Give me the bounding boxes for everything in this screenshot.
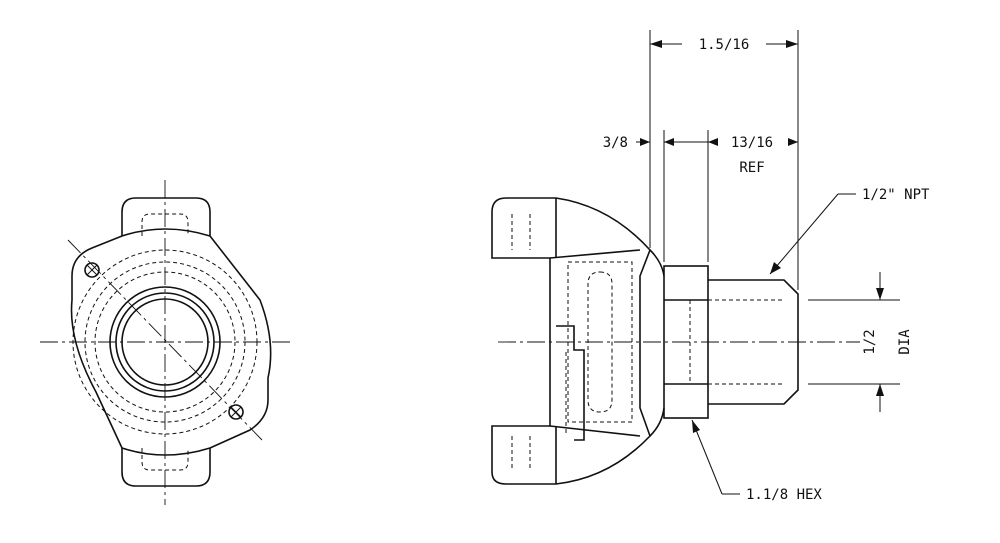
thread-hidden-lines bbox=[689, 299, 784, 385]
bolt-hole-upper bbox=[84, 262, 100, 278]
bottom-lug-outline bbox=[121, 448, 211, 487]
bore-diameter-label: 1/2 bbox=[862, 329, 878, 354]
overall-length-label: 1.5/16 bbox=[699, 37, 750, 53]
body-arcs bbox=[121, 228, 211, 456]
end-view-diagonal-centerline bbox=[67, 239, 263, 441]
body-outline bbox=[70, 235, 272, 449]
hex-leader-line bbox=[691, 419, 723, 495]
end-view bbox=[40, 180, 292, 505]
hex-size-label: 1.1/8 HEX bbox=[746, 487, 822, 503]
coupler-body-outline bbox=[555, 197, 651, 485]
top-lug-hidden bbox=[141, 213, 189, 236]
bolt-hole-lower bbox=[228, 404, 244, 420]
jaw-hidden-lines bbox=[511, 214, 531, 470]
flange-width-label: 3/8 bbox=[603, 135, 628, 151]
body-hidden-cavity bbox=[567, 261, 633, 423]
body-chamfer-lines bbox=[549, 249, 641, 437]
coupler-jaw-outline bbox=[491, 197, 556, 485]
bore-inner-circle bbox=[121, 298, 209, 386]
hidden-circle-inner bbox=[94, 271, 236, 413]
threaded-nipple bbox=[708, 279, 799, 405]
top-lug-outline bbox=[121, 197, 211, 236]
thread-length-label: 13/16 bbox=[731, 135, 773, 151]
hex-nut bbox=[663, 265, 709, 419]
thread-spec-label: 1/2" NPT bbox=[862, 187, 930, 203]
thread-length-note: REF bbox=[739, 160, 764, 176]
hidden-circle-outer bbox=[72, 249, 258, 435]
hidden-circle-middle bbox=[84, 261, 246, 423]
bottom-lug-hidden bbox=[141, 448, 189, 471]
latch-outline bbox=[556, 325, 585, 441]
npt-leader-line bbox=[769, 193, 839, 275]
bore-middle-circle bbox=[115, 292, 215, 392]
bore-diameter-note: DIA bbox=[897, 329, 913, 355]
side-view: 1.5/16 3/8 13/16 REF 1/2" NPT 1/2 DIA 1.… bbox=[491, 30, 930, 503]
neck-curves bbox=[649, 249, 665, 437]
bore-outer-circle bbox=[109, 286, 221, 398]
body-hidden-slot bbox=[587, 271, 613, 413]
